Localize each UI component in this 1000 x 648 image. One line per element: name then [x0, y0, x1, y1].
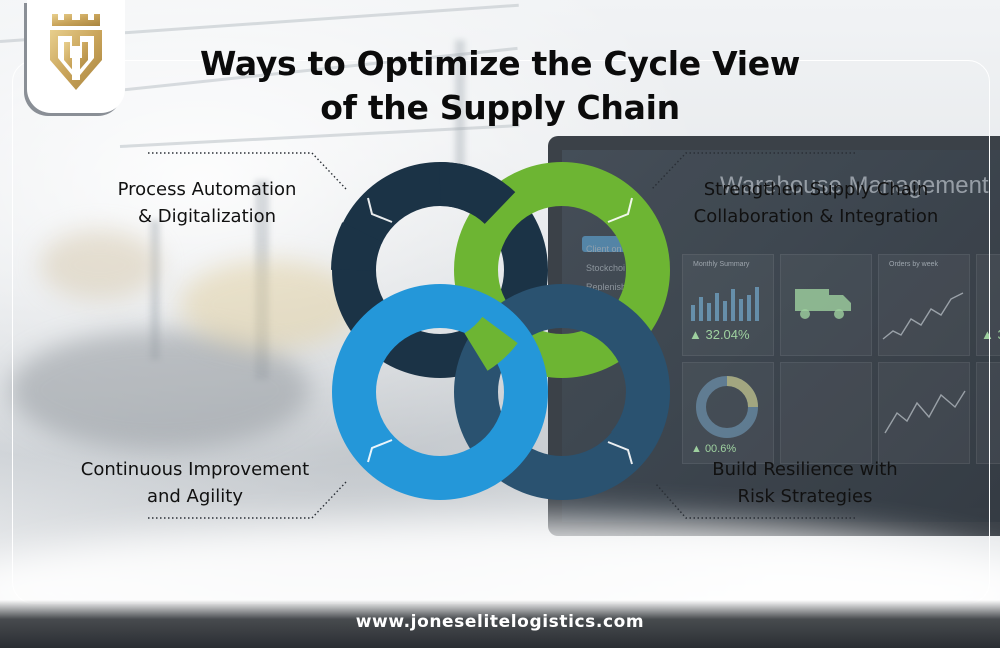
monitor-stat: ▲ 32.04% [689, 327, 750, 342]
ring-green-top-right [454, 162, 670, 378]
label-line: Continuous Improvement [80, 459, 310, 480]
leader-line-top-right [651, 152, 855, 190]
label-line: and Agility [146, 486, 244, 507]
monitor-panel-label: Monthly Summary [693, 261, 750, 268]
monitor-stat: ▲ 32 [981, 327, 1000, 342]
label-line: Collaboration & Integration [693, 206, 939, 227]
label-continuous-improvement: Continuous Improvement and Agility [56, 456, 334, 510]
monitor-menu-item: Replenish [586, 282, 627, 292]
monitor-menu-item: Stockchoi [586, 263, 626, 273]
label-process-automation: Process Automation & Digitalization [92, 176, 322, 230]
page-title: Ways to Optimize the Cycle View of the S… [170, 42, 830, 130]
label-build-resilience: Build Resilience with Risk Strategies [680, 456, 930, 510]
monitor-title: Warehouse Management [720, 172, 989, 199]
label-line: Strengthen Supply Chain [703, 179, 929, 200]
label-strengthen-collaboration: Strengthen Supply Chain Collaboration & … [670, 176, 962, 230]
label-line: Process Automation [117, 179, 297, 200]
website-url[interactable]: www.joneselitelogistics.com [355, 612, 645, 632]
crown-shield-logo [50, 14, 102, 90]
label-line: Build Resilience with [712, 459, 898, 480]
monitor-panel-label: Orders by week [889, 261, 939, 268]
leader-line-bottom-left [148, 481, 347, 519]
leader-line-top-left [148, 152, 347, 190]
title-line-1: Ways to Optimize the Cycle View [199, 44, 801, 83]
label-line: Risk Strategies [737, 486, 873, 507]
leader-line-bottom-right [655, 483, 855, 519]
footer-band [0, 600, 1000, 648]
truck-icon [795, 289, 851, 319]
leader-lines [148, 152, 855, 519]
label-line: & Digitalization [137, 206, 277, 227]
donut-chart-icon [696, 376, 758, 438]
monitor-stat: ▲ 00.6% [691, 443, 737, 455]
ring-blue-bottom-left [332, 284, 548, 500]
monitor-menu-item: Client on [586, 244, 622, 254]
logo-tab [27, 0, 125, 113]
title-line-2: of the Supply Chain [320, 88, 680, 127]
